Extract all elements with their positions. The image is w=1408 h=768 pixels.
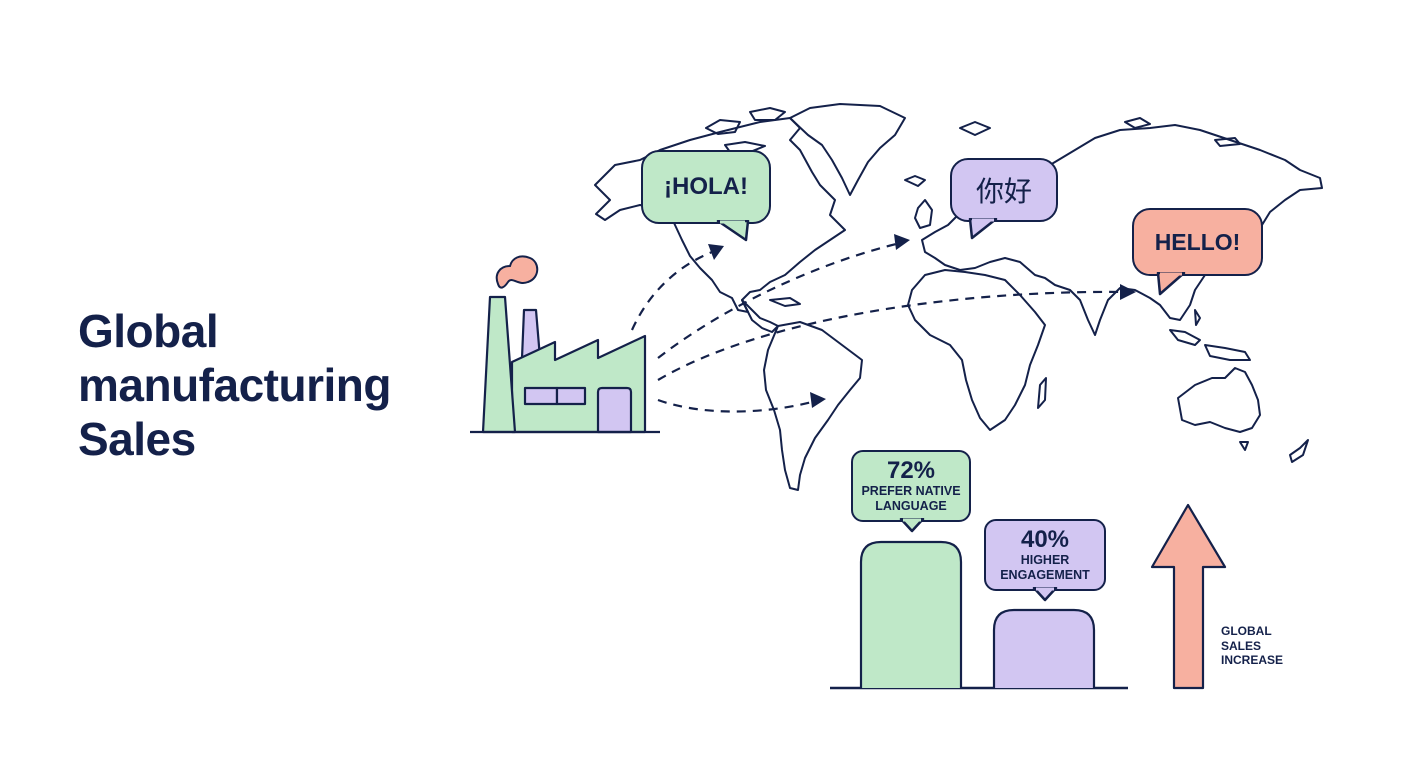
greeting-text-spanish: ¡HOLA! <box>664 173 748 200</box>
stat-label-line2: ENGAGEMENT <box>1000 568 1090 582</box>
growth-label-line3: INCREASE <box>1221 653 1284 667</box>
stat-native-language: 72% PREFER NATIVE LANGUAGE <box>851 450 971 522</box>
bubble-tail <box>968 218 998 240</box>
greeting-text-english: HELLO! <box>1154 228 1241 255</box>
stat-value: 40% <box>1020 526 1070 553</box>
factory-icon <box>470 295 660 434</box>
title-line-1: Global <box>78 305 219 357</box>
growth-label-line2: SALES <box>1221 638 1262 653</box>
dashed-arrow-icon <box>630 241 1126 413</box>
greeting-bubble-chinese: 你好 <box>950 158 1058 222</box>
stat-label-line1: HIGHER <box>1020 553 1070 567</box>
bar-engagement <box>992 608 1096 688</box>
greeting-text-chinese: 你好 <box>975 175 1032 208</box>
bubble-tail <box>1156 272 1186 296</box>
stat-tail <box>899 518 925 533</box>
stat-tail <box>1032 587 1058 602</box>
arrowheads <box>708 234 1136 408</box>
smoke-icon <box>495 255 539 289</box>
up-arrow-icon <box>1150 503 1227 690</box>
title-line-2: manufacturing <box>78 359 391 411</box>
title-line-3: Sales <box>78 413 196 465</box>
stat-engagement: 40% HIGHER ENGAGEMENT <box>984 519 1106 591</box>
greeting-bubble-english: HELLO! <box>1132 208 1263 276</box>
stat-value: 72% <box>886 457 936 484</box>
stat-label-line1: PREFER NATIVE <box>861 484 961 498</box>
stat-label-line2: LANGUAGE <box>875 499 947 513</box>
bar-native-language <box>859 540 963 688</box>
greeting-bubble-spanish: ¡HOLA! <box>641 150 771 224</box>
page-title: Global manufacturing Sales <box>78 304 391 466</box>
growth-label: GLOBAL SALES INCREASE <box>1221 624 1283 668</box>
growth-label-line1: GLOBAL <box>1221 624 1272 638</box>
bubble-tail <box>716 220 750 242</box>
